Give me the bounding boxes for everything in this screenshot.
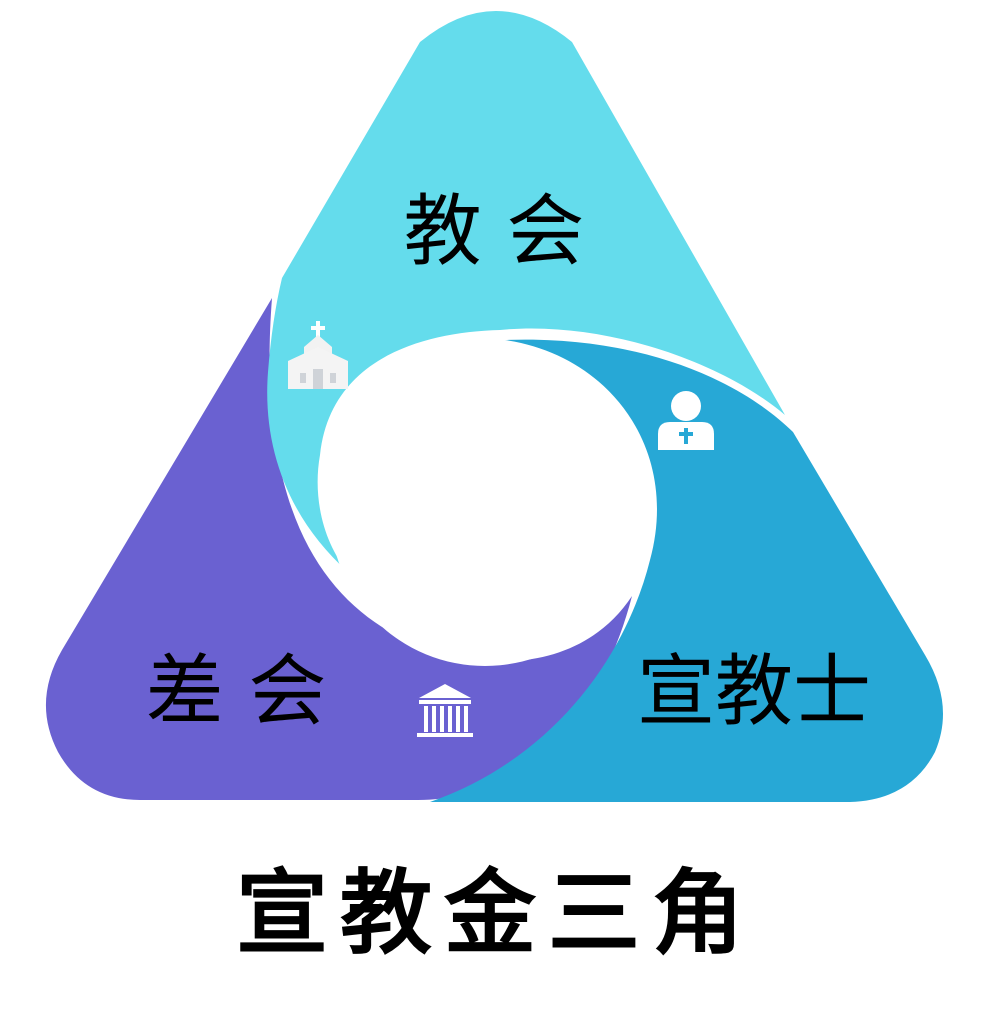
church-icon [288, 321, 348, 389]
diagram-title: 宣教金三角 [236, 859, 756, 967]
agency-label: 差 会 [146, 647, 327, 737]
center-circle [330, 356, 640, 666]
missionary-label: 宣教士 [637, 647, 871, 737]
agency-segment [45, 298, 632, 800]
church-label: 教 会 [404, 187, 585, 277]
church-segment [267, 11, 785, 572]
missionary-person-icon [658, 391, 714, 450]
bank-building-icon [417, 684, 473, 737]
missionary-segment [430, 339, 943, 802]
